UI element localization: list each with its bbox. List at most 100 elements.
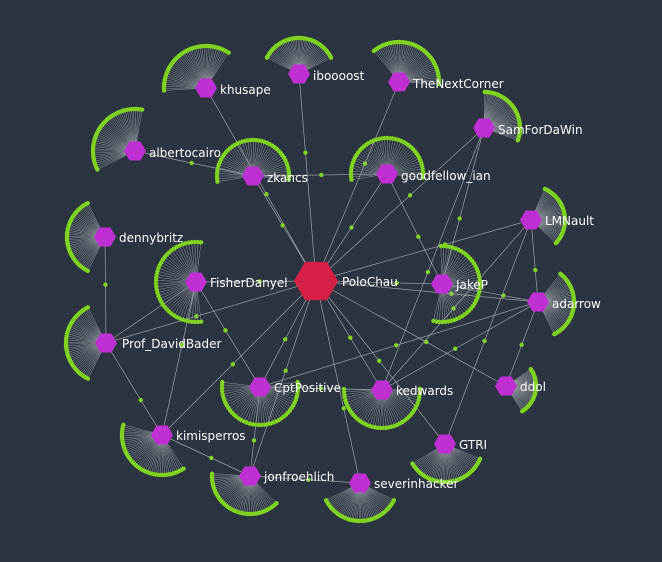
edge-leaf-dot — [280, 223, 285, 228]
node-label-adarrow: adarrow — [552, 297, 601, 311]
edge-leaf-dot — [283, 337, 288, 342]
leaf-node[interactable] — [323, 498, 329, 503]
edge-Prof_DavidBader-kimisperros — [105, 342, 163, 436]
node-khusape-icon[interactable] — [195, 78, 217, 98]
leaf-node[interactable] — [153, 278, 159, 283]
leaf-node[interactable] — [153, 281, 159, 286]
node-goodfellow_ian-icon[interactable] — [376, 164, 398, 184]
leaf-node[interactable] — [199, 319, 204, 324]
node-LMNault-icon[interactable] — [520, 210, 542, 230]
leaf-node[interactable] — [198, 240, 204, 245]
leaf-node[interactable] — [553, 240, 559, 246]
edge-leaf-dot — [533, 267, 538, 273]
edge-leaf-dot — [251, 438, 257, 443]
edge-PoloChau-SamForDaWin — [315, 127, 485, 282]
edge-leaf-dot — [394, 343, 399, 348]
leaf-node[interactable] — [436, 81, 442, 87]
edge-leaf-dot — [482, 338, 487, 344]
leaf-node[interactable] — [85, 200, 90, 206]
node-label-LMNault: LMNault — [545, 214, 594, 228]
leaf-node[interactable] — [192, 239, 197, 245]
node-zkancs-icon[interactable] — [242, 166, 264, 186]
node-adarrow-icon[interactable] — [527, 292, 549, 312]
node-CptPositive-icon[interactable] — [249, 377, 271, 397]
node-GTRI-icon[interactable] — [434, 434, 456, 454]
leaf-node[interactable] — [226, 50, 231, 55]
node-TheNextCorner-icon[interactable] — [388, 72, 410, 92]
leaf-node[interactable] — [220, 379, 225, 385]
edge-leaf-dot — [223, 328, 228, 333]
leaf-node[interactable] — [154, 284, 159, 289]
fan-iboost — [264, 35, 334, 75]
edge-leaf-dot — [407, 193, 413, 198]
edge-kimisperros-jonfroehlich — [161, 434, 251, 477]
leaf-node[interactable] — [192, 319, 198, 325]
leaf-node[interactable] — [85, 305, 90, 310]
edge-leaf-dot — [453, 346, 458, 351]
node-severinhacker-icon[interactable] — [349, 473, 371, 493]
node-label-SamForDaWin: SamForDaWin — [498, 123, 583, 137]
edge-leaf-dot — [349, 225, 354, 230]
leaf-node[interactable] — [139, 107, 145, 112]
leaf-node[interactable] — [431, 318, 436, 324]
edge-jonfroehlich-severinhacker — [249, 475, 361, 484]
fan-dennybritz — [64, 200, 106, 274]
leaf-node[interactable] — [195, 239, 201, 245]
edge-leaf-dot — [318, 386, 324, 391]
leaf-node[interactable] — [420, 175, 426, 180]
node-label-kimisperros: kimisperros — [176, 429, 246, 443]
leaf-node[interactable] — [515, 138, 521, 143]
edge-leaf-dot — [451, 306, 456, 311]
node-kedwards-icon[interactable] — [371, 380, 393, 400]
node-iboost-icon[interactable] — [288, 64, 310, 84]
nodes-layer — [94, 64, 549, 493]
node-jonfroehlich-icon[interactable] — [239, 466, 261, 486]
node-label-GTRI: GTRI — [459, 438, 487, 452]
edge-PoloChau-iboost — [298, 73, 317, 282]
edge-CptPositive-adarrow — [259, 301, 539, 388]
node-label-PoloChau: PoloChau — [342, 275, 398, 289]
edge-LMNault-kedwards — [381, 219, 532, 391]
node-label-iboost: iboooost — [313, 69, 365, 83]
leaf-node[interactable] — [410, 461, 415, 466]
node-FisherDanyel-icon[interactable] — [185, 272, 207, 292]
edge-PoloChau-Prof_DavidBader — [105, 280, 317, 344]
node-albertocairo-icon[interactable] — [124, 141, 146, 161]
node-PoloChau-icon[interactable] — [294, 261, 338, 301]
leaf-node[interactable] — [520, 409, 525, 414]
leaf-node[interactable] — [552, 331, 557, 337]
fan-goodfellow_ian — [348, 135, 426, 182]
node-label-TheNextCorner: TheNextCorner — [412, 77, 504, 91]
edge-leaf-dot — [425, 269, 431, 275]
node-ddol-icon[interactable] — [495, 376, 517, 396]
leaf-node[interactable] — [286, 177, 292, 182]
node-Prof_DavidBader-icon[interactable] — [95, 333, 117, 353]
node-JakeP-icon[interactable] — [431, 274, 453, 294]
edge-leaf-dot — [449, 291, 454, 297]
edge-LMNault-GTRI — [444, 219, 532, 445]
edge-PoloChau-kimisperros — [161, 280, 317, 436]
leaf-node[interactable] — [195, 319, 201, 325]
leaf-node[interactable] — [209, 471, 215, 476]
node-dennybritz-icon[interactable] — [94, 227, 116, 247]
edge-PoloChau-LMNault — [315, 219, 532, 282]
edge-leaf-dot — [341, 406, 346, 411]
node-kimisperros-icon[interactable] — [151, 425, 173, 445]
node-label-CptPositive: CptPositive — [274, 381, 341, 395]
edge-kimisperros-FisherDanyel — [161, 281, 197, 436]
leaf-node[interactable] — [341, 386, 347, 392]
fan-zkancs — [214, 137, 292, 184]
node-SamForDaWin-icon[interactable] — [473, 118, 495, 138]
edge-leaf-dot — [283, 368, 288, 373]
leaf-node[interactable] — [328, 55, 334, 60]
leaf-node[interactable] — [121, 422, 126, 427]
edge-leaf-dot — [362, 161, 368, 166]
leaf-node[interactable] — [189, 240, 194, 245]
node-label-dennybritz: dennybritz — [119, 231, 183, 245]
edge-JakeP-adarrow — [441, 283, 539, 303]
edge-PoloChau-khusape — [205, 87, 317, 282]
edge-leaf-dot — [189, 160, 194, 166]
edges-layer — [103, 73, 539, 484]
